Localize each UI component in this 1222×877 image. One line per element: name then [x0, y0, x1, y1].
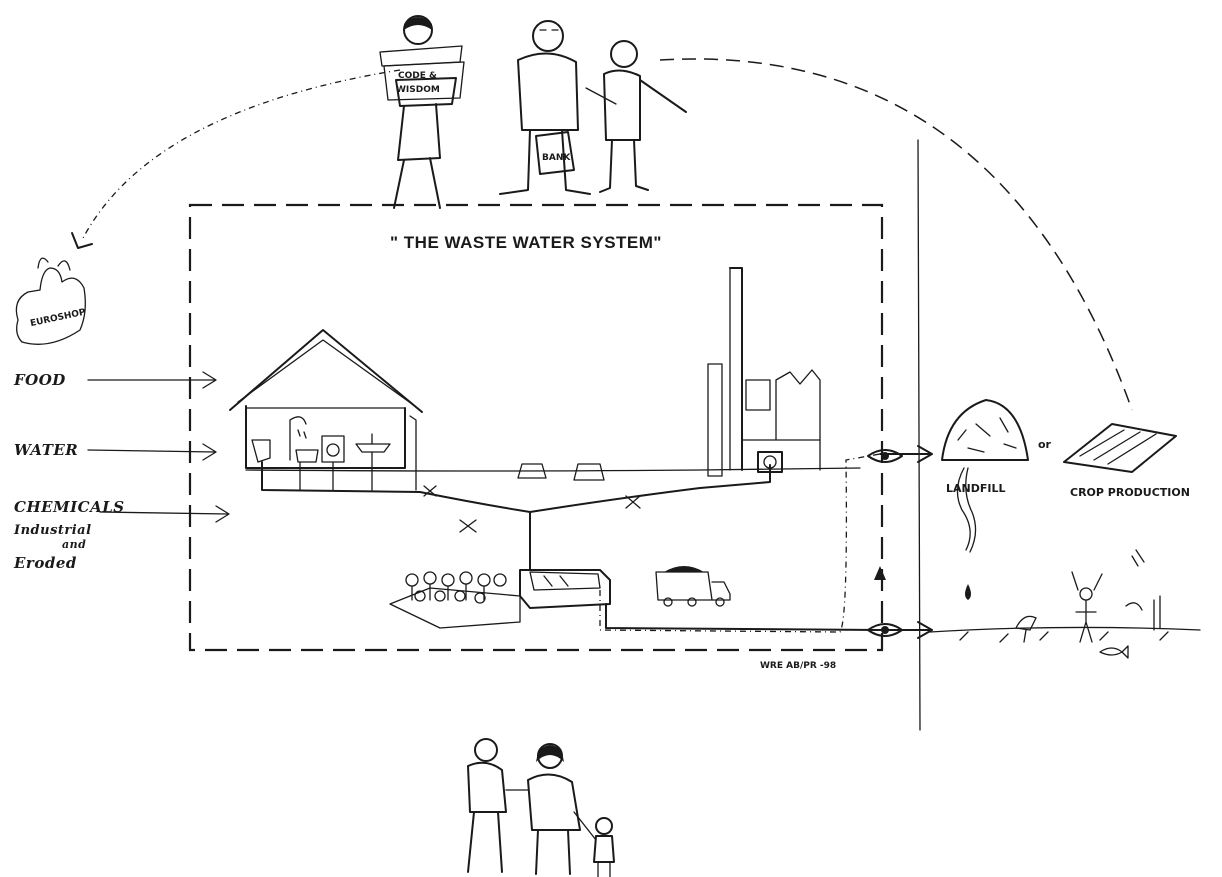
diagram-title: " THE WASTE WATER SYSTEM": [390, 233, 662, 252]
or-label: or: [1038, 438, 1052, 451]
euroshop-bag: EUROSHOP: [16, 258, 87, 344]
bank-bag-label: BANK: [542, 153, 571, 163]
woman-with-code-book: [380, 16, 464, 208]
crop-field: [1064, 424, 1176, 472]
family: [468, 739, 614, 877]
cars: [518, 464, 604, 480]
leachate-drop: [965, 584, 971, 600]
sludge-truck: [656, 566, 730, 606]
monitor-eye-top: [868, 450, 902, 462]
water-arrow: [88, 444, 216, 460]
house: [230, 330, 422, 490]
book-line-1: CODE &: [398, 71, 437, 81]
system-boundary: [190, 205, 882, 650]
effluent-pipe: [606, 604, 880, 630]
pointing-man: [586, 41, 686, 192]
book-line-2: WISDOM: [396, 85, 440, 95]
fish: [1100, 646, 1128, 658]
input-food-label: FOOD: [13, 371, 66, 389]
crop-production-label: CROP PRODUCTION: [1070, 486, 1190, 499]
swimming-person: [1072, 572, 1102, 642]
chemicals-line-2: and: [62, 538, 86, 551]
factory: [708, 268, 820, 476]
input-chemicals-label: CHEMICALS: [14, 498, 125, 516]
landfill-label: LANDFILL: [946, 482, 1006, 495]
euroshop-label: EUROSHOP: [29, 307, 87, 329]
input-water-label: WATER: [14, 441, 78, 459]
landfill-mound: [942, 400, 1028, 552]
feedback-arc-right: [660, 59, 1132, 410]
wading-bird: [1016, 616, 1036, 642]
sludge-route: [600, 454, 880, 632]
treatment-plant: [520, 570, 610, 608]
food-arrow: [88, 372, 216, 388]
reeds: [1126, 550, 1160, 630]
chemicals-line-3: Eroded: [13, 554, 77, 572]
arc-arrowhead-left: [72, 233, 92, 248]
banker: [500, 21, 590, 194]
chemicals-line-1: Industrial: [13, 523, 92, 538]
feedback-arc-left: [82, 70, 400, 240]
divider-line: [918, 140, 920, 730]
artist-signature: WRE AB/PR -98: [760, 661, 836, 671]
droplet: [874, 566, 886, 580]
vegetable-field: [390, 572, 520, 628]
